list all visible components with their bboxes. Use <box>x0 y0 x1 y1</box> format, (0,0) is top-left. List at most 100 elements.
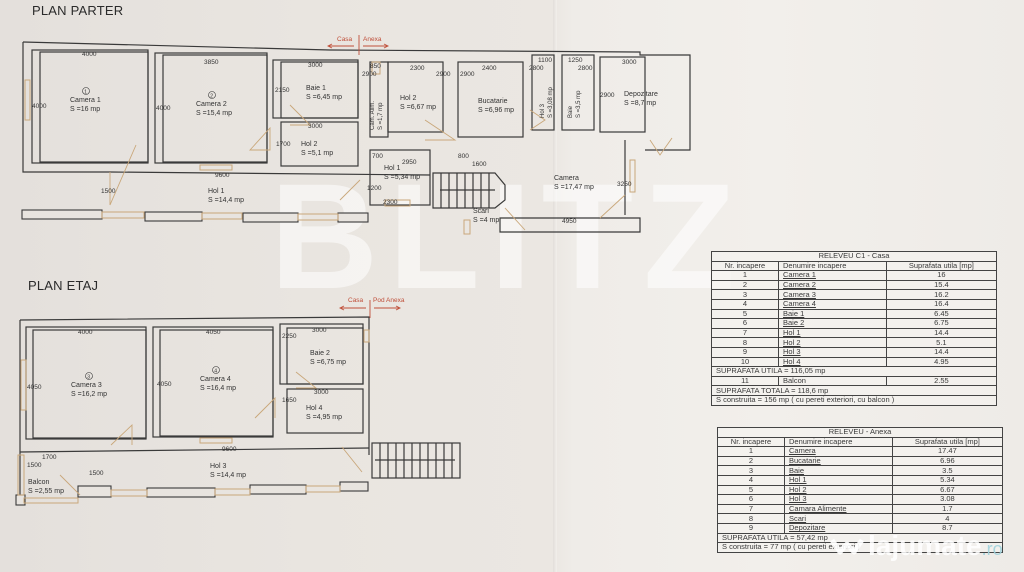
window <box>629 159 636 193</box>
divider-left-label: Casa <box>337 36 353 43</box>
room-number: 5 <box>717 484 785 496</box>
room-name: Camera <box>784 446 893 457</box>
util-total-row: SUPRAFATA UTILA = 116,05 mp <box>711 366 997 377</box>
dimension-label: 2900 <box>460 71 475 78</box>
svg-text:Bucatarie: Bucatarie <box>478 98 508 105</box>
svg-text:2: 2 <box>210 93 213 99</box>
dimension-label: 2900 <box>436 71 451 78</box>
dimension-label: 3000 <box>308 62 323 69</box>
room-name: Camera 3 <box>778 289 887 300</box>
dimension-label: 850 <box>370 63 381 70</box>
releveu-anexa-table: RELEVEU - Anexa Nr. incapere Denumire in… <box>717 427 1004 553</box>
grand-total-row: SUPRAFATA TOTALA = 118,6 mp <box>711 385 997 396</box>
door-swing <box>295 371 318 389</box>
window <box>305 485 341 493</box>
room-name: Hol 2 <box>784 484 893 496</box>
upper-floor-title: PLAN ETAJ <box>28 278 99 293</box>
casa-anexa-divider: Casa Anexa <box>326 35 390 55</box>
room-area: 6.75 <box>885 318 998 329</box>
room-number: 7 <box>717 503 785 515</box>
table-title: RELEVEU - Anexa <box>717 427 1003 438</box>
window <box>297 213 339 221</box>
wall-segment <box>21 209 103 220</box>
wall-segment <box>339 481 369 492</box>
svg-text:S =16,2 mp: S =16,2 mp <box>71 391 107 398</box>
svg-text:Hol 1: Hol 1 <box>384 165 400 172</box>
svg-text:S =4,95 mp: S =4,95 mp <box>306 414 342 421</box>
svg-text:Baie: Baie <box>568 105 574 118</box>
dimension-label: 2900 <box>600 92 615 99</box>
dimension-label: 2950 <box>402 159 417 166</box>
dimension-label: 9600 <box>215 172 230 179</box>
svg-text:Hol 2: Hol 2 <box>301 141 317 148</box>
room-hol-2 <box>280 121 359 167</box>
room-area: 4 <box>891 513 1004 524</box>
wall-segment <box>144 211 203 222</box>
room-label: 4 Camera 4S =16,4 mp <box>200 366 236 392</box>
stairs <box>432 172 506 209</box>
dimension-label: 3250 <box>617 181 632 188</box>
window <box>110 489 148 497</box>
room-area: 14.4 <box>885 327 998 339</box>
room-area: 14.4 <box>885 346 998 358</box>
dimension-label: 1200 <box>367 185 382 192</box>
window <box>199 164 233 171</box>
window <box>363 329 370 343</box>
column-header: Suprafata utila [mp] <box>885 260 998 272</box>
svg-text:S =6,67 mp: S =6,67 mp <box>400 104 436 111</box>
room-number: 3 <box>711 289 779 300</box>
dimension-label: 4050 <box>157 381 172 388</box>
window <box>199 437 233 444</box>
outer-wall <box>22 42 110 173</box>
column-header: Nr. incapere <box>717 436 785 448</box>
room-area: 3.08 <box>891 494 1004 505</box>
ground-floor-plan: Casa Anexa 1 Camera 1S =16 mp 2 Camera 2… <box>21 35 691 235</box>
door-swing <box>110 423 133 446</box>
dimension-label: 2800 <box>529 65 544 72</box>
room-label: Baie 2S =6,75 mp <box>310 350 346 366</box>
room-area: 16.2 <box>885 289 998 300</box>
dimension-label: 1250 <box>568 57 583 64</box>
svg-text:S =5,1 mp: S =5,1 mp <box>301 150 333 157</box>
dimension-label: 700 <box>372 153 383 160</box>
divider-left-label: Casa <box>348 297 364 304</box>
window <box>23 497 79 504</box>
dimension-label: 3000 <box>312 327 327 334</box>
room-name: Hol 4 <box>778 356 887 368</box>
dimension-label: 2900 <box>362 71 377 78</box>
room-area: 3.5 <box>891 465 1004 476</box>
svg-text:Camera: Camera <box>554 175 579 182</box>
table-header-row: Nr. incapere Denumire incapere Suprafata… <box>711 260 998 272</box>
dimension-label: 1700 <box>42 454 57 461</box>
svg-text:Hol 3: Hol 3 <box>210 463 226 470</box>
dimension-label: 4000 <box>82 51 97 58</box>
wall-segment <box>146 487 216 498</box>
door-swing <box>424 119 457 141</box>
door-swing <box>341 446 363 473</box>
room-name: Camera 2 <box>778 279 887 291</box>
room-label: Hol 1S =14,4 mp <box>208 188 244 204</box>
door-swing <box>529 109 546 131</box>
logo-mark-icon <box>830 538 864 555</box>
door-swing <box>248 126 271 151</box>
svg-text:Scari: Scari <box>473 208 489 215</box>
wall-segment <box>337 212 369 223</box>
room-number: 4 <box>711 298 779 310</box>
room-area: 6.67 <box>891 484 1004 496</box>
room-name: Hol 2 <box>778 337 887 348</box>
svg-text:S =1,7 mp: S =1,7 mp <box>378 102 384 130</box>
dimension-label: 2300 <box>410 65 425 72</box>
room-name: Hol 1 <box>778 327 887 339</box>
